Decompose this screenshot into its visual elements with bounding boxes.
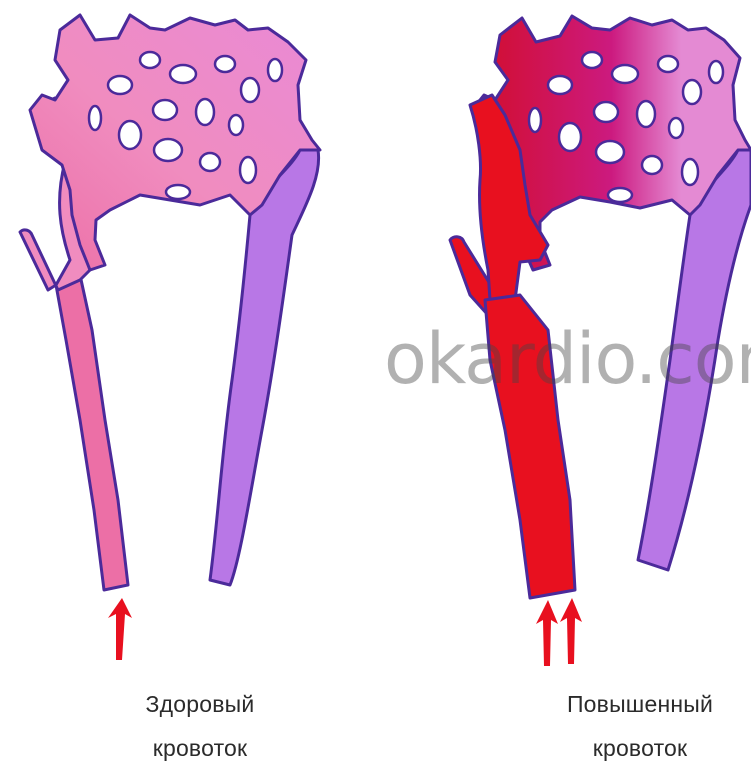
venule-left <box>210 150 319 585</box>
caption-healthy-line-2: кровоток <box>100 726 300 770</box>
caption-increased-line-1: Повышенный <box>535 682 745 726</box>
caption-increased-line-2: кровоток <box>535 726 745 770</box>
caption-increased-flow: Повышенный кровоток <box>535 682 745 770</box>
flow-arrow-right-2 <box>560 598 582 664</box>
flow-arrow-right-1 <box>536 600 558 666</box>
flow-arrow-left <box>108 598 132 660</box>
caption-healthy-flow: Здоровый кровоток <box>100 682 300 770</box>
healthy-flow-diagram <box>20 15 320 660</box>
watermark-text: okardio.com <box>384 318 751 400</box>
caption-healthy-line-1: Здоровый <box>100 682 300 726</box>
arteriole-left <box>56 275 128 590</box>
